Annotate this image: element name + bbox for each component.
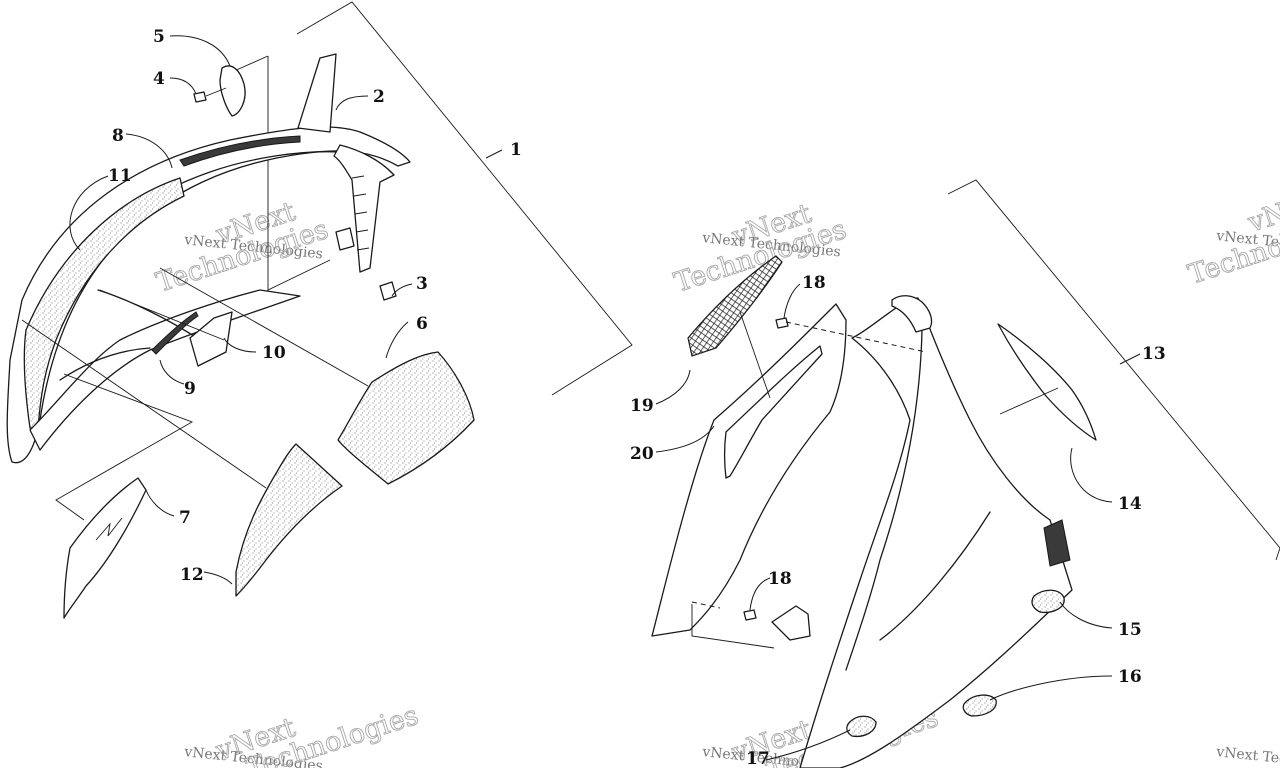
callout-5: 5 <box>153 27 165 47</box>
leader-line <box>335 95 369 111</box>
guide-line <box>159 267 369 387</box>
fastener-leader <box>205 87 227 97</box>
mount-ribs <box>351 175 370 251</box>
leader-line <box>989 675 1113 701</box>
cowl-top-lip <box>891 295 933 333</box>
leader-line <box>203 571 233 585</box>
part-20-side-panel <box>651 303 847 637</box>
callout-14: 14 <box>1118 494 1142 514</box>
callout-3: 3 <box>416 274 428 294</box>
callout-20: 20 <box>630 444 654 464</box>
part-3-clip <box>379 281 397 301</box>
guide-line <box>99 289 225 341</box>
part-15-decal <box>1031 589 1065 614</box>
leader-line <box>655 425 715 453</box>
callout-9: 9 <box>184 379 196 399</box>
leader-line <box>223 337 257 353</box>
callout-1: 1 <box>510 140 522 160</box>
under-panel <box>29 289 301 451</box>
callout-18-bottom: 18 <box>768 569 792 589</box>
callout-10: 10 <box>262 343 286 363</box>
inner-liner <box>23 177 185 431</box>
leader-line <box>783 283 801 319</box>
left-assembly <box>6 1 633 619</box>
leader-line <box>1059 601 1113 629</box>
leader-line <box>169 35 231 67</box>
part-16-decal <box>962 694 997 717</box>
part-5-trim-piece <box>219 65 246 117</box>
callout-19: 19 <box>630 396 654 416</box>
callout-8: 8 <box>112 126 124 146</box>
part-9-trim-strip <box>151 311 199 355</box>
part-19-grille <box>687 255 783 357</box>
part-17-decal <box>846 715 877 738</box>
right-assembly <box>651 179 1280 768</box>
leader-line <box>749 577 771 611</box>
mount-bracket <box>333 144 395 273</box>
callout-13: 13 <box>1142 344 1166 364</box>
leader-line <box>655 369 691 405</box>
callout-2: 2 <box>373 87 385 107</box>
part-7-side-decal <box>63 477 147 619</box>
leader-line <box>69 175 109 251</box>
hood-trim-strip <box>179 135 301 167</box>
leader-line <box>159 359 185 385</box>
side-panel-vent <box>723 345 823 479</box>
cowl-vent-dark <box>1043 519 1071 567</box>
leader-lines <box>69 35 1141 761</box>
leader-line <box>485 149 503 159</box>
part-3-bolt <box>335 227 355 251</box>
alignment-line <box>691 601 721 609</box>
leader-line <box>125 133 173 169</box>
leader-line <box>765 729 851 761</box>
callout-17: 17 <box>746 749 770 768</box>
callouts: 1 2 3 4 5 6 7 8 9 10 11 12 13 14 15 16 1… <box>108 27 1166 768</box>
callout-6: 6 <box>416 314 428 334</box>
guide-line <box>739 311 771 399</box>
part-12-foam-strip <box>235 443 343 597</box>
alignment-line <box>785 321 927 353</box>
part-18-bolt-top <box>775 317 789 329</box>
leader-line <box>169 77 197 95</box>
decal-detail <box>95 517 123 541</box>
guide-line <box>691 604 775 649</box>
cowl-lower-edge <box>879 511 991 641</box>
callout-16: 16 <box>1118 667 1142 687</box>
assembly-bracket-1 <box>296 1 633 396</box>
part-18-bolt-bottom <box>743 609 757 621</box>
part-6-foam-pad <box>337 351 475 485</box>
callout-18-top: 18 <box>802 273 826 293</box>
callout-12: 12 <box>180 565 204 585</box>
callout-15: 15 <box>1118 620 1142 640</box>
hood-cowl <box>6 126 411 464</box>
leader-line <box>145 489 175 517</box>
cowl-mid-edge <box>845 329 923 671</box>
guide-line <box>999 387 1059 415</box>
part-14-windshield <box>997 323 1097 441</box>
leader-line <box>1070 447 1113 503</box>
leader-line <box>1119 353 1141 365</box>
front-cowl <box>799 297 1073 768</box>
leader-line <box>385 321 409 359</box>
bottom-bracket <box>771 605 811 641</box>
assembly-bracket-13 <box>947 179 1280 561</box>
callout-11: 11 <box>108 166 132 186</box>
part-4-fastener <box>193 91 207 103</box>
part-10-block <box>189 311 233 367</box>
callout-7: 7 <box>179 508 191 528</box>
watermark-text: vNext Technologies <box>1215 744 1280 768</box>
callout-4: 4 <box>153 69 165 89</box>
leader-line <box>391 283 413 297</box>
guide-line <box>55 373 194 521</box>
guide-line <box>231 55 269 73</box>
part-2-deflector <box>297 53 337 133</box>
